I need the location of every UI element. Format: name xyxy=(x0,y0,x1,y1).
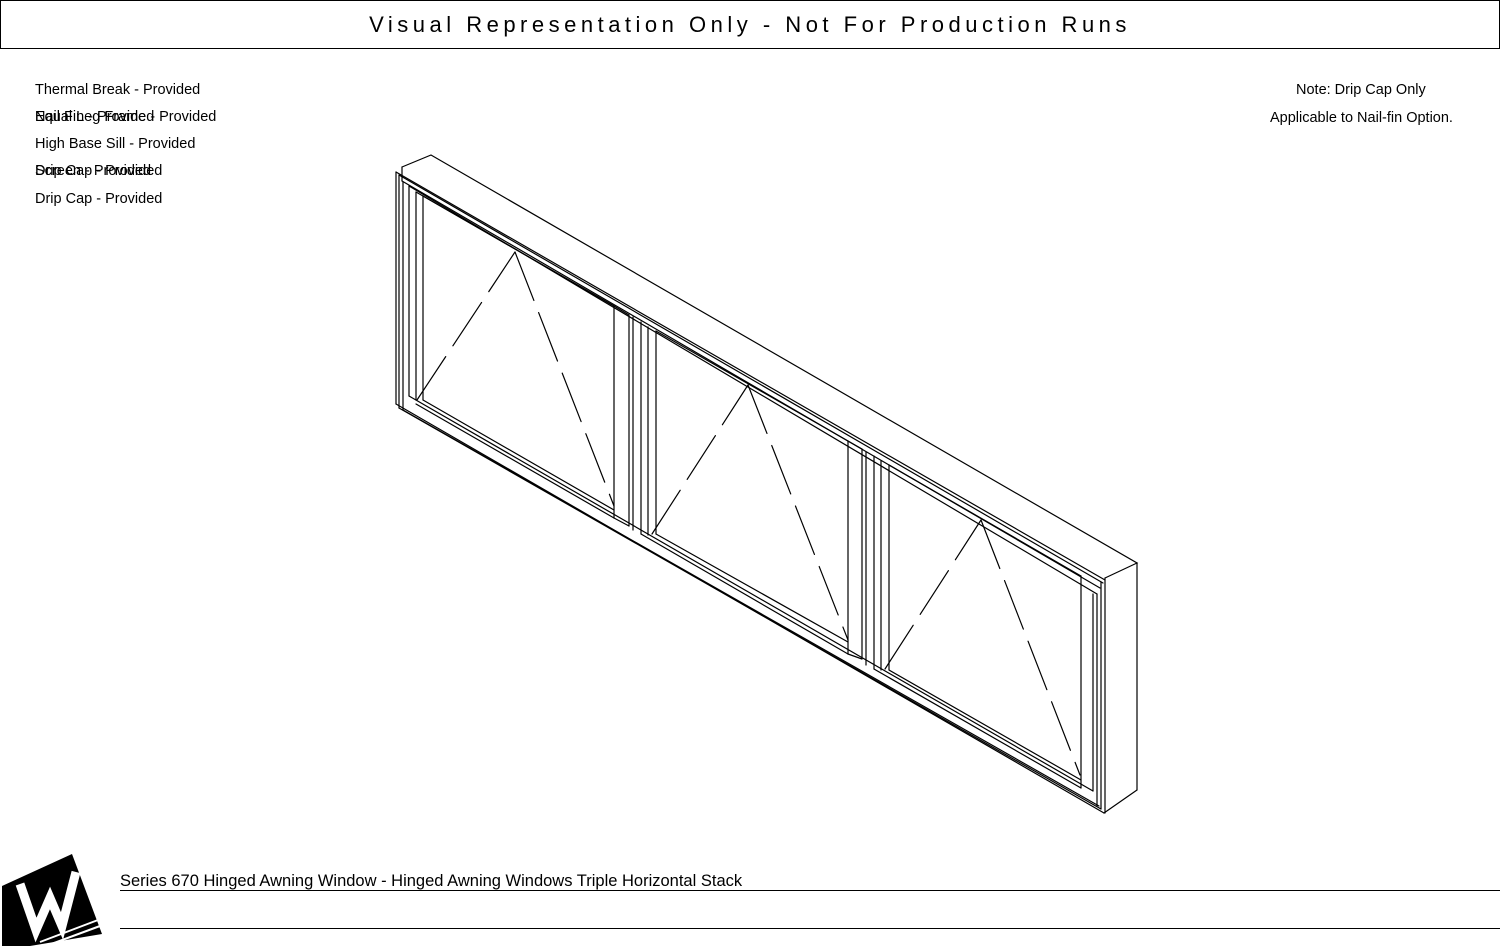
spec-nail-fin: Nail Fin - Provided xyxy=(35,109,155,125)
disclaimer-text: Visual Representation Only - Not For Pro… xyxy=(369,11,1131,37)
title-rule-top xyxy=(120,890,1500,891)
title-rule-bottom xyxy=(120,928,1500,929)
frame-outline xyxy=(395,154,1139,814)
spec-drip-cap-overlap: Drip Cap - Provided xyxy=(35,163,163,179)
spec-drip-cap: Drip Cap - Provided xyxy=(35,191,163,207)
note-line-2: Applicable to Nail-fin Option. xyxy=(1270,110,1453,126)
panel-right xyxy=(865,451,1082,789)
panel-left xyxy=(408,185,630,527)
disclaimer-banner: Visual Representation Only - Not For Pro… xyxy=(0,0,1500,49)
spec-screen: Screen - Provided xyxy=(35,163,152,179)
drawing-title: Series 670 Hinged Awning Window - Hinged… xyxy=(120,872,743,890)
panel-center xyxy=(632,316,863,660)
spec-high-base-sill: High Base Sill - Provided xyxy=(35,136,196,152)
note-line-1: Note: Drip Cap Only xyxy=(1296,82,1426,98)
spec-equal-leg-frame: Equal Leg Frame - Provided xyxy=(35,109,217,125)
w-logo-icon xyxy=(2,854,102,946)
spec-thermal-break: Thermal Break - Provided xyxy=(35,82,201,98)
